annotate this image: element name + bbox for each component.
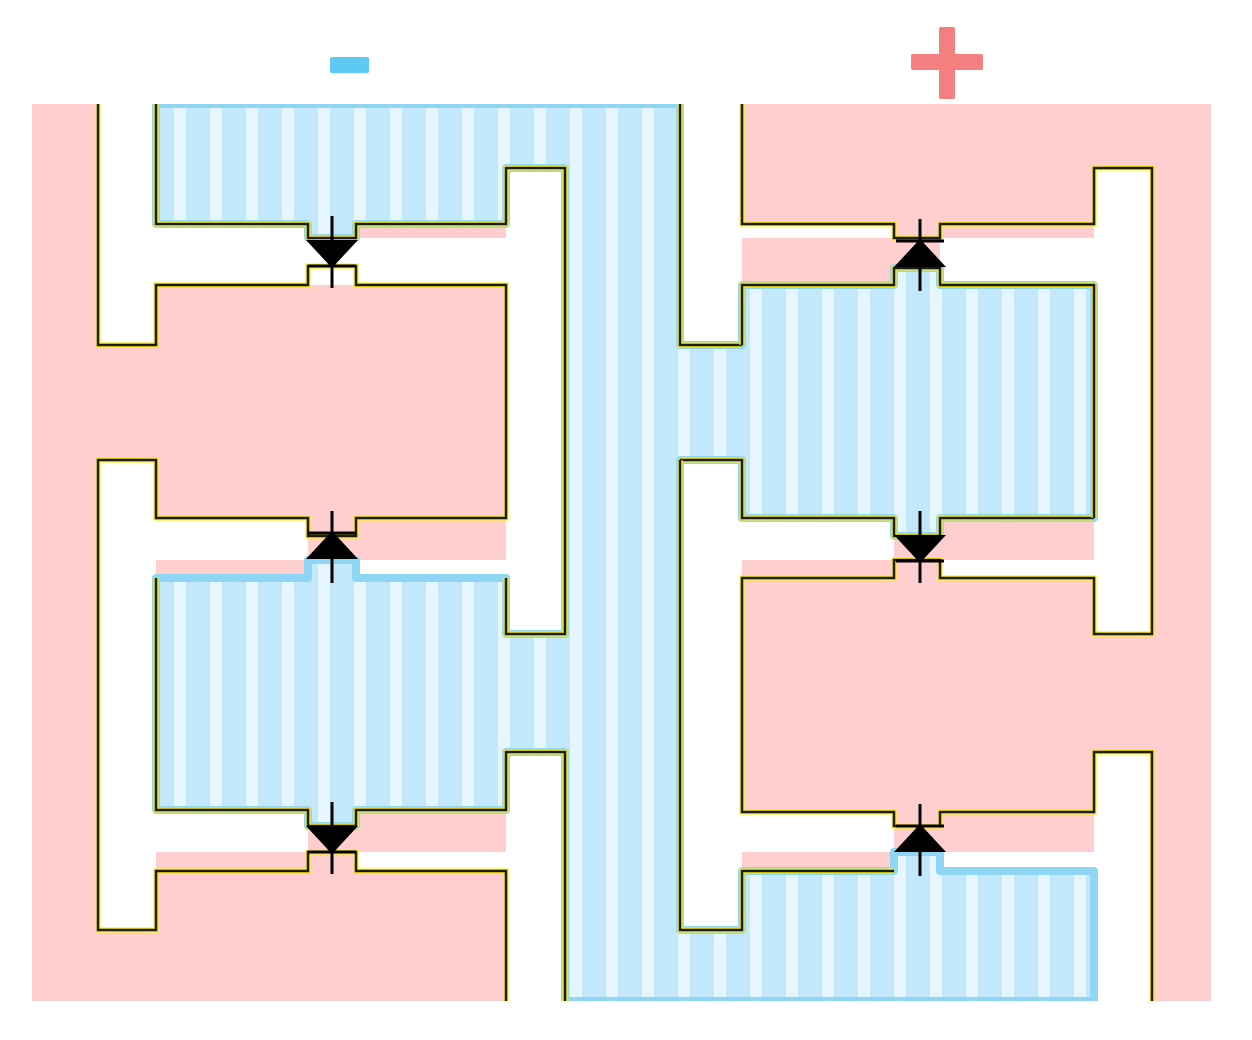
- outline-line: [680, 458, 1094, 538]
- diode-triangle: [894, 824, 946, 852]
- diode-arrow-icon: [306, 802, 358, 874]
- isolation-channel: [98, 460, 308, 930]
- diode-arrow-icon: [894, 804, 946, 876]
- outline-line: [678, 104, 742, 347]
- diodes: [306, 216, 946, 876]
- outline-line: [740, 266, 1096, 518]
- isolation-channel: [156, 810, 308, 852]
- isolation-channel: [940, 752, 1152, 1001]
- diode-triangle: [894, 239, 946, 267]
- plus-sign-icon: [911, 27, 983, 99]
- diode-arrow-icon: [894, 219, 946, 291]
- diode-triangle: [894, 535, 946, 563]
- diode-triangle: [306, 531, 358, 559]
- minus-sign-icon: [330, 57, 369, 73]
- diode-triangle: [306, 826, 358, 854]
- outline-line: [96, 104, 508, 1001]
- diode-arrow-icon: [894, 511, 946, 583]
- diode-arrow-icon: [306, 216, 358, 288]
- region-outlines: [95, 104, 1155, 1001]
- outline-line: [740, 104, 1154, 1001]
- outline-line: [154, 104, 567, 636]
- outline-line: [154, 578, 567, 1001]
- isolation-channel: [356, 752, 565, 1001]
- outline-line: [678, 460, 894, 932]
- diode-triangle: [306, 240, 358, 268]
- diode-arrow-icon: [306, 511, 358, 583]
